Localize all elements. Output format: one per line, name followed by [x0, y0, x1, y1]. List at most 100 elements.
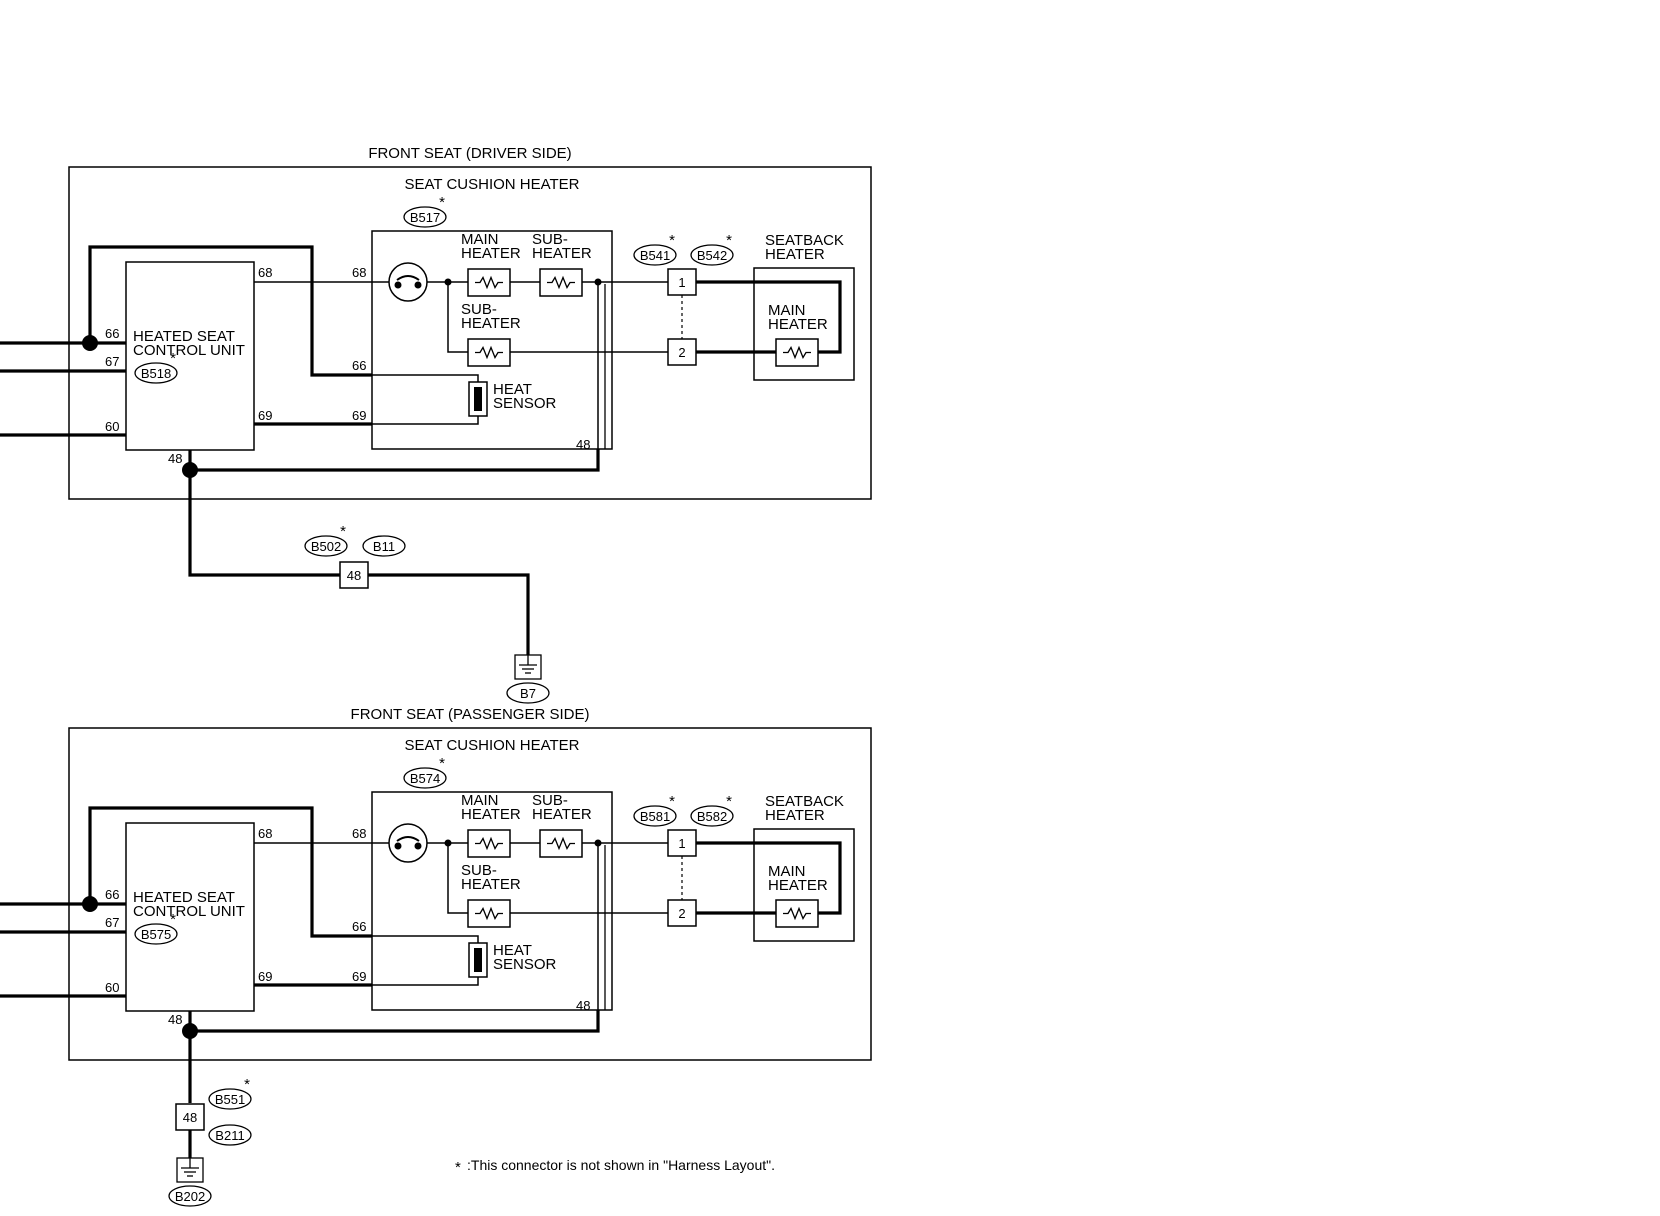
terminal-box: 1 [667, 829, 697, 857]
seatback-main-label-1: MAIN [768, 863, 806, 880]
connector-id: B582 [697, 809, 727, 824]
control-unit-label-1: HEATED SEAT [133, 328, 235, 345]
connector-label: B211 [208, 1124, 252, 1146]
cushion-heater-title: SEAT CUSHION HEATER [404, 176, 579, 193]
heat-sensor-label-2: SENSOR [493, 956, 557, 973]
connector-label: B575* [134, 911, 178, 945]
resistor-icon [467, 899, 511, 928]
thermostat-switch-icon [388, 262, 428, 302]
connector-label: B551* [208, 1076, 252, 1110]
footnote-text: :This connector is not shown in "Harness… [467, 1157, 775, 1173]
resistor-icon [467, 338, 511, 367]
not-shown-star: * [439, 755, 445, 772]
seatback-heater-label-2: HEATER [765, 807, 825, 824]
not-shown-star: * [340, 523, 346, 540]
heat-sensor-label-2: SENSOR [493, 395, 557, 412]
connector-oval [304, 535, 348, 557]
connector-oval [362, 535, 406, 557]
wire-sub2-in [447, 282, 468, 353]
wire-seatback-1 [696, 280, 842, 354]
terminal-number: 1 [678, 836, 685, 851]
wire-69-sensor [372, 415, 479, 425]
pin-66-cushion: 66 [352, 919, 366, 934]
terminal-number: 48 [347, 568, 361, 583]
terminal-box: 48 [175, 1103, 205, 1131]
connector-label: B541* [633, 232, 677, 266]
connector-id: B202 [175, 1189, 205, 1204]
pin-67-unit: 67 [105, 915, 119, 930]
pin-66-unit: 66 [105, 887, 119, 902]
pin-68-cushion: 68 [352, 265, 366, 280]
cushion-heater-box [371, 230, 613, 450]
terminal-number: 48 [183, 1110, 197, 1125]
resistor-icon [539, 268, 583, 297]
sub-heater-2-label-2: HEATER [461, 315, 521, 332]
connector-id: B542 [697, 248, 727, 263]
connector-id: B211 [215, 1128, 244, 1143]
connector-id: B7 [520, 686, 536, 701]
connector-label: B542* [690, 232, 734, 266]
connector-id: B574 [410, 771, 440, 786]
ground-icon: B7 [506, 654, 550, 704]
wire-66-sensor [372, 374, 479, 384]
connector-oval [403, 206, 447, 228]
connector-id: B11 [373, 539, 395, 554]
connector-id: B551 [215, 1092, 245, 1107]
wire-seatback-1 [696, 841, 842, 915]
section-title: FRONT SEAT (DRIVER SIDE) [368, 145, 571, 162]
seatback-heater-label-1: SEATBACK [765, 232, 844, 249]
sub-heater-2-label-2: HEATER [461, 876, 521, 893]
pin-48-unit: 48 [168, 451, 182, 466]
connector-label: B517* [403, 194, 447, 228]
footnote-star: * [455, 1159, 461, 1176]
section-title: FRONT SEAT (PASSENGER SIDE) [351, 706, 590, 723]
wire-48-bus [188, 1010, 600, 1033]
connector-label: B574* [403, 755, 447, 789]
wire-66-loop [88, 806, 372, 938]
connector-oval [208, 1088, 252, 1110]
pin-66-unit: 66 [105, 326, 119, 341]
resistor-icon [775, 338, 819, 367]
pin-48-cushion: 48 [576, 998, 590, 1013]
driver-side-section: FRONT SEAT (DRIVER SIDE) SEAT CUSHION HEA… [0, 145, 872, 500]
terminal-box: 2 [667, 338, 697, 366]
connector-oval [168, 1185, 212, 1207]
wire-66-loop [88, 245, 372, 377]
connector-oval [134, 362, 178, 384]
resistor-icon [467, 268, 511, 297]
sub-heater-label-1: SUB- [532, 792, 568, 809]
terminal-number: 2 [678, 345, 685, 360]
connector-label: B581* [633, 793, 677, 827]
not-shown-star: * [726, 793, 732, 810]
pin-68-cushion: 68 [352, 826, 366, 841]
resistor-icon [467, 829, 511, 858]
resistor-icon [775, 899, 819, 928]
connector-label: B11 [362, 535, 406, 557]
connector-id: B502 [311, 539, 341, 554]
cushion-heater-title: SEAT CUSHION HEATER [404, 737, 579, 754]
pin-48-cushion: 48 [576, 437, 590, 452]
sub-heater-2-label-1: SUB- [461, 862, 497, 879]
splice-dot [82, 335, 98, 351]
heat-sensor-icon [468, 942, 488, 978]
seatback-heater-box [753, 267, 855, 381]
sub-heater-2-label-1: SUB- [461, 301, 497, 318]
pin-67-unit: 67 [105, 354, 119, 369]
pin-69-cushion: 69 [352, 408, 366, 423]
pin-69-cushion: 69 [352, 969, 366, 984]
main-heater-label-1: MAIN [461, 792, 499, 809]
control-unit-label-2: CONTROL UNIT [133, 342, 245, 359]
control-unit-label-2: CONTROL UNIT [133, 903, 245, 920]
terminal-number: 1 [678, 275, 685, 290]
control-unit-label-1: HEATED SEAT [133, 889, 235, 906]
connector-label: B7 [506, 682, 550, 704]
connector-oval [208, 1124, 252, 1146]
sub-heater-label-1: SUB- [532, 231, 568, 248]
connector-oval [633, 805, 677, 827]
connector-id: B518 [141, 366, 171, 381]
pin-66-cushion: 66 [352, 358, 366, 373]
wire-sub2-in [447, 843, 468, 914]
wire-48-ground [368, 573, 530, 655]
